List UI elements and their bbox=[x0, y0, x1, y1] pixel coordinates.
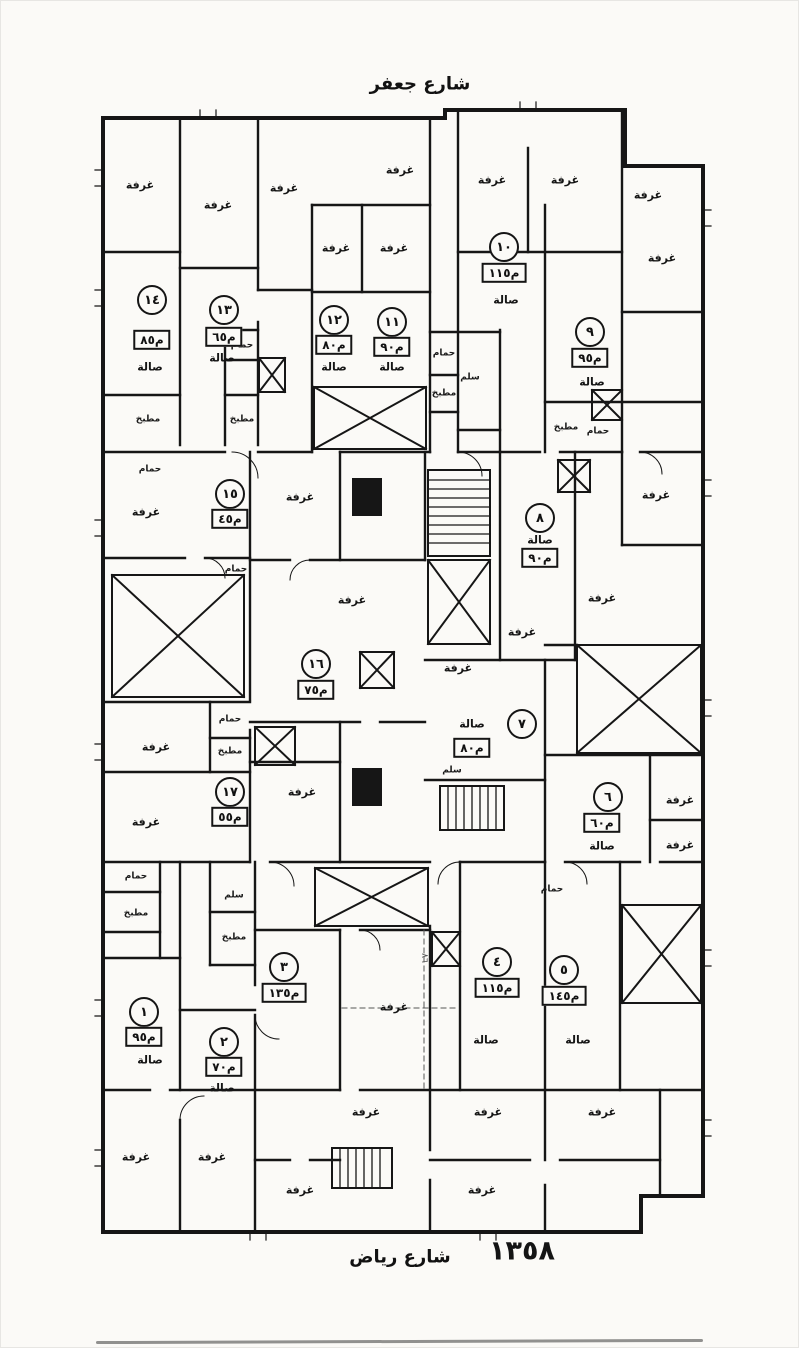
hall-label: صالة bbox=[137, 360, 163, 374]
room-label: غرفة bbox=[641, 488, 671, 502]
apartment-15-number: ١٥ bbox=[215, 479, 245, 509]
apartment-14-number: ١٤ bbox=[137, 285, 167, 315]
room-label: غرفة bbox=[351, 1105, 381, 1119]
apartment-16-number: ١٦ bbox=[301, 649, 331, 679]
apartment-4-area: م١١٥ bbox=[474, 977, 520, 999]
hall-label: صالة bbox=[137, 1053, 163, 1067]
apartment-12-number: ١٢ bbox=[319, 305, 349, 335]
street-label-bottom: شارع رياض bbox=[349, 1246, 451, 1268]
room-label: غرفة bbox=[477, 173, 507, 187]
apartment-3-area: م١٣٥ bbox=[261, 982, 307, 1004]
apartment-5-number: ٥ bbox=[549, 955, 579, 985]
apartment-15-area: م٤٥ bbox=[211, 508, 249, 530]
hall-label: صالة bbox=[321, 360, 347, 374]
room-label: غرفة bbox=[131, 505, 161, 519]
room-label: غرفة bbox=[443, 661, 473, 675]
room-label: غرفة bbox=[197, 1150, 227, 1164]
apartment-10-number: ١٠ bbox=[489, 232, 519, 262]
apartment-9-area: م٩٥ bbox=[571, 347, 609, 369]
bath-label: حمام bbox=[218, 714, 242, 725]
stairs-label: سلم bbox=[460, 372, 480, 383]
stairs-label: سلم bbox=[442, 765, 462, 776]
room-label: غرفة bbox=[633, 188, 663, 202]
apartment-10-area: م١١٥ bbox=[481, 262, 527, 284]
hall-label: صالة bbox=[493, 293, 519, 307]
room-label: غرفة bbox=[379, 1000, 409, 1014]
apartment-4-number: ٤ bbox=[482, 947, 512, 977]
apartment-16-area: م٧٥ bbox=[297, 679, 335, 701]
room-label: غرفة bbox=[321, 241, 351, 255]
apartment-11-number: ١١ bbox=[377, 307, 407, 337]
room-label: غرفة bbox=[269, 181, 299, 195]
room-label: غرفة bbox=[587, 1105, 617, 1119]
room-label: غرفة bbox=[121, 1150, 151, 1164]
apartment-17-area: م٥٥ bbox=[211, 806, 249, 828]
apartment-13-area: م٦٥ bbox=[205, 326, 243, 348]
room-label: غرفة bbox=[285, 1183, 315, 1197]
apartment-17-number: ١٧ bbox=[215, 777, 245, 807]
apartment-7-number: ٧ bbox=[507, 709, 537, 739]
apartment-1-number: ١ bbox=[129, 997, 159, 1027]
kitchen-label: مطبخ bbox=[135, 414, 161, 425]
apartment-2-number: ٢ bbox=[209, 1027, 239, 1057]
kitchen-label: مطبخ bbox=[553, 422, 579, 433]
hall-label: صالة bbox=[565, 1033, 591, 1047]
bath-label: حمام bbox=[586, 426, 610, 437]
dimension-label: ٨٦ bbox=[419, 953, 429, 963]
room-label: غرفة bbox=[287, 785, 317, 799]
apartment-6-number: ٦ bbox=[593, 782, 623, 812]
apartment-5-area: م١٤٥ bbox=[541, 985, 587, 1007]
apartment-12-area: م٨٠ bbox=[315, 334, 353, 356]
bath-label: حمام bbox=[540, 884, 564, 895]
hall-label: صالة bbox=[209, 351, 235, 365]
plan-number: ١٣٥٨ bbox=[489, 1235, 555, 1267]
apartment-6-area: م٦٠ bbox=[583, 812, 621, 834]
room-label: غرفة bbox=[385, 163, 415, 177]
room-label: غرفة bbox=[473, 1105, 503, 1119]
apartment-2-area: م٧٠ bbox=[205, 1056, 243, 1078]
kitchen-label: مطبخ bbox=[217, 746, 243, 757]
bath-label: حمام bbox=[124, 871, 148, 882]
hall-label: صالة bbox=[209, 1081, 235, 1095]
stairs-label: سلم bbox=[224, 890, 244, 901]
bath-label: حمام bbox=[138, 464, 162, 475]
hall-label: صالة bbox=[379, 360, 405, 374]
hall-label: صالة bbox=[527, 533, 553, 547]
hall-label: صالة bbox=[473, 1033, 499, 1047]
kitchen-label: مطبخ bbox=[123, 908, 149, 919]
room-label: غرفة bbox=[125, 178, 155, 192]
room-label: غرفة bbox=[665, 793, 695, 807]
hall-label: صالة bbox=[589, 839, 615, 853]
hall-label: صالة bbox=[579, 375, 605, 389]
apartment-9-number: ٩ bbox=[575, 317, 605, 347]
street-label-top: شارع جعفر bbox=[369, 73, 471, 95]
bath-label: حمام bbox=[432, 348, 456, 359]
apartment-11-area: م٩٠ bbox=[373, 336, 411, 358]
room-label: غرفة bbox=[379, 241, 409, 255]
room-label: غرفة bbox=[285, 490, 315, 504]
apartment-8-area: م٩٠ bbox=[521, 547, 559, 569]
kitchen-label: مطبخ bbox=[221, 932, 247, 943]
apartment-3-number: ٣ bbox=[269, 952, 299, 982]
kitchen-label: مطبخ bbox=[431, 388, 457, 399]
room-label: غرفة bbox=[507, 625, 537, 639]
room-label: غرفة bbox=[141, 740, 171, 754]
room-label: غرفة bbox=[203, 198, 233, 212]
apartment-7-area: م٨٠ bbox=[453, 737, 491, 759]
apartment-8-number: ٨ bbox=[525, 503, 555, 533]
room-label: غرفة bbox=[665, 838, 695, 852]
room-label: غرفة bbox=[587, 591, 617, 605]
room-label: غرفة bbox=[131, 815, 161, 829]
room-label: غرفة bbox=[550, 173, 580, 187]
kitchen-label: مطبخ bbox=[229, 414, 255, 425]
apartment-14-area: م٨٥ bbox=[133, 329, 171, 351]
apartment-1-area: م٩٥ bbox=[125, 1026, 163, 1048]
room-label: غرفة bbox=[467, 1183, 497, 1197]
apartment-13-number: ١٣ bbox=[209, 295, 239, 325]
room-label: غرفة bbox=[647, 251, 677, 265]
room-label: غرفة bbox=[337, 593, 367, 607]
bath-label: حمام bbox=[224, 564, 248, 575]
hall-label: صالة bbox=[459, 717, 485, 731]
